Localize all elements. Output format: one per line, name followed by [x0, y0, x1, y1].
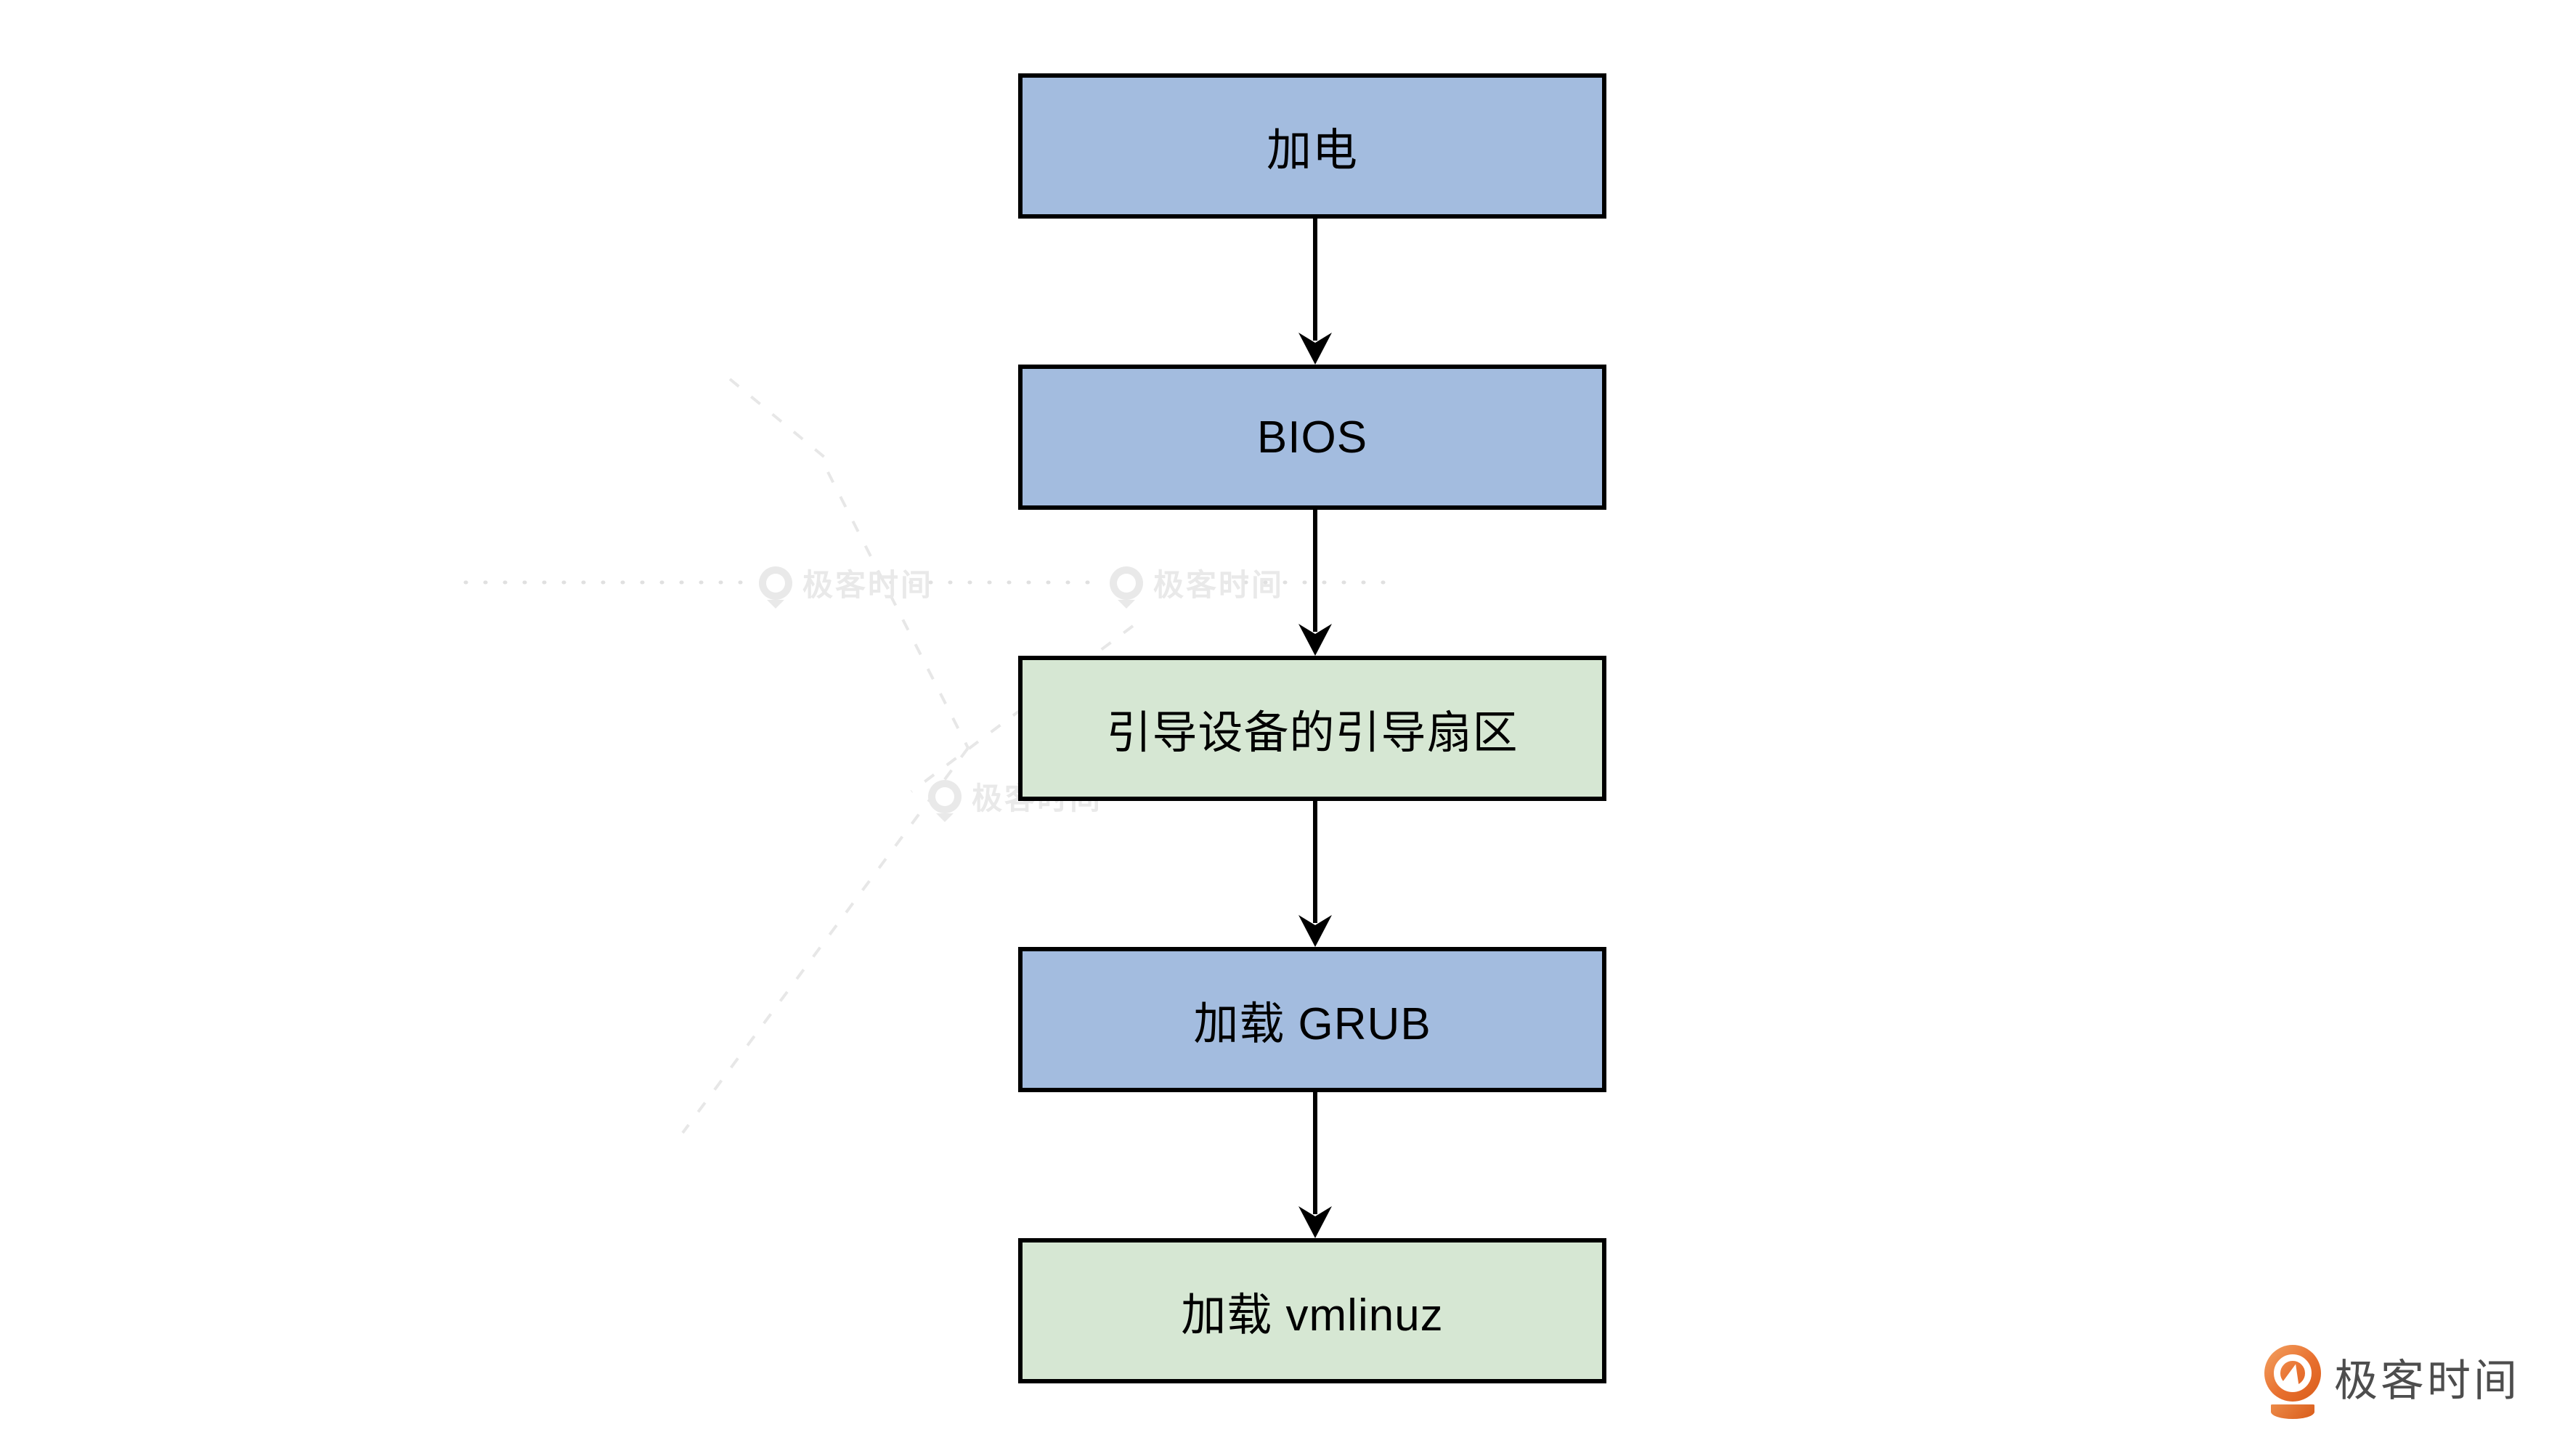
arrow-down-head-icon	[1298, 333, 1332, 365]
node-label: 引导设备的引导扇区	[1106, 708, 1519, 758]
geektime-pin-icon	[928, 779, 962, 822]
flow-node-load-vmlinuz: 加载 vmlinuz	[1018, 1238, 1606, 1383]
geektime-pin-icon	[759, 566, 792, 609]
flow-arrow-boot-sector-to-load-grub	[1298, 801, 1332, 947]
flow-node-bios: BIOS	[1018, 365, 1606, 510]
flow-node-power-on: 加电	[1018, 73, 1606, 219]
watermark-brand-text: 极客时间	[1153, 568, 1285, 602]
flow-node-boot-sector: 引导设备的引导扇区	[1018, 656, 1606, 801]
flow-arrow-load-grub-to-load-vmlinuz	[1298, 1092, 1332, 1238]
geektime-logo-text: 极客时间	[2334, 1357, 2520, 1405]
node-label: 加载 GRUB	[1193, 999, 1431, 1049]
arrow-down-head-icon	[1298, 1206, 1332, 1238]
arrow-shaft	[1313, 219, 1317, 341]
flow-arrow-power-on-to-bios	[1298, 219, 1332, 365]
arrow-down-head-icon	[1298, 915, 1332, 947]
node-label: 加电	[1266, 126, 1358, 176]
watermark-logo: 极客时间	[759, 561, 934, 609]
watermark-logo: 极客时间	[1110, 561, 1285, 609]
watermark-brand-text: 极客时间	[802, 568, 934, 602]
arrow-shaft	[1313, 510, 1317, 632]
flow-node-load-grub: 加载 GRUB	[1018, 947, 1606, 1092]
geektime-logo: 极客时间	[2264, 1345, 2520, 1419]
node-label: BIOS	[1256, 412, 1368, 463]
flow-arrow-bios-to-boot-sector	[1298, 510, 1332, 656]
geektime-pin-icon	[2264, 1345, 2321, 1419]
geektime-pin-icon	[1110, 566, 1143, 609]
arrow-shaft	[1313, 1092, 1317, 1214]
arrow-shaft	[1313, 801, 1317, 923]
arrow-down-head-icon	[1298, 624, 1332, 656]
node-label: 加载 vmlinuz	[1181, 1290, 1444, 1341]
